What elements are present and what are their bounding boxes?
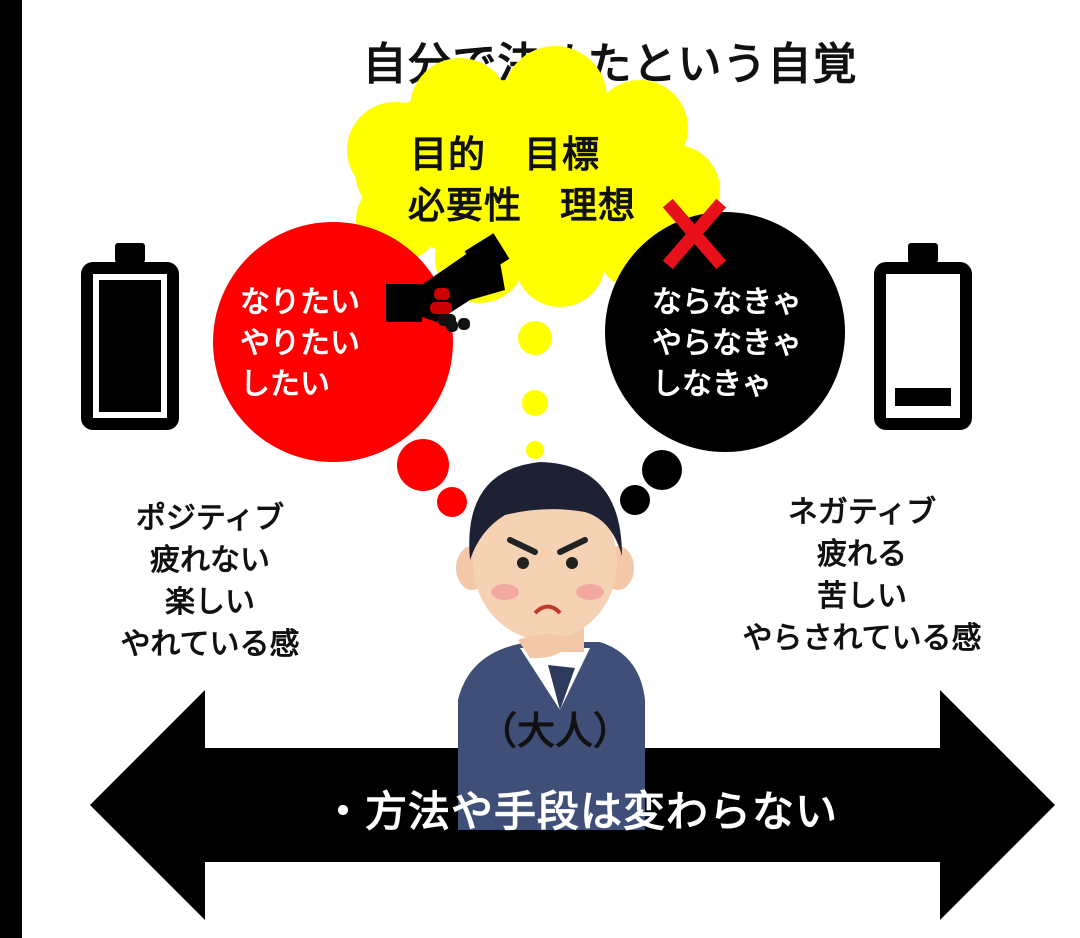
positive-side-line2: 疲れない bbox=[150, 543, 270, 578]
thought-cloud bbox=[347, 46, 720, 307]
positive-trail-dot bbox=[437, 487, 467, 517]
negative-trail-dot bbox=[620, 485, 650, 515]
positive-bubble bbox=[213, 222, 453, 462]
handshake-icon bbox=[386, 233, 510, 332]
positive-side-line4: やれている感 bbox=[120, 627, 300, 662]
positive-trail-dot bbox=[397, 439, 449, 491]
left-edge-bar bbox=[0, 0, 22, 938]
cross-icon bbox=[662, 198, 727, 270]
negative-bubble-line2: やらなきゃ bbox=[652, 326, 802, 361]
positive-bubble-line2: やりたい bbox=[240, 326, 360, 361]
negative-side-line3: 苦しい bbox=[817, 579, 907, 614]
battery-full-icon bbox=[81, 243, 179, 430]
negative-bubble bbox=[605, 212, 845, 452]
businessman-illustration bbox=[456, 462, 645, 830]
positive-side-line1: ポジティブ bbox=[135, 501, 285, 536]
cloud-trail-dot bbox=[518, 321, 552, 355]
negative-side-line2: 疲れる bbox=[817, 537, 907, 572]
battery-low-icon bbox=[874, 243, 972, 430]
positive-bubble-line1: なりたい bbox=[240, 285, 360, 320]
negative-bubble-line1: ならなきゃ bbox=[652, 285, 802, 320]
positive-bubble-line3: したい bbox=[240, 367, 330, 402]
person-label: （大人） bbox=[478, 709, 631, 753]
negative-trail-dot bbox=[642, 450, 682, 490]
positive-side-line3: 楽しい bbox=[165, 585, 255, 620]
arrow-label: ・方法や手段は変わらない bbox=[321, 787, 838, 836]
cloud-text-line2: 必要性 理想 bbox=[408, 184, 636, 227]
negative-side-line1: ネガティブ bbox=[787, 495, 937, 530]
negative-side-line4: やらされている感 bbox=[742, 621, 982, 656]
negative-bubble-line3: しなきゃ bbox=[652, 367, 772, 402]
cloud-trail-dot bbox=[526, 441, 544, 459]
cloud-text-line1: 目的 目標 bbox=[410, 133, 600, 176]
cloud-trail-dot bbox=[522, 390, 548, 416]
